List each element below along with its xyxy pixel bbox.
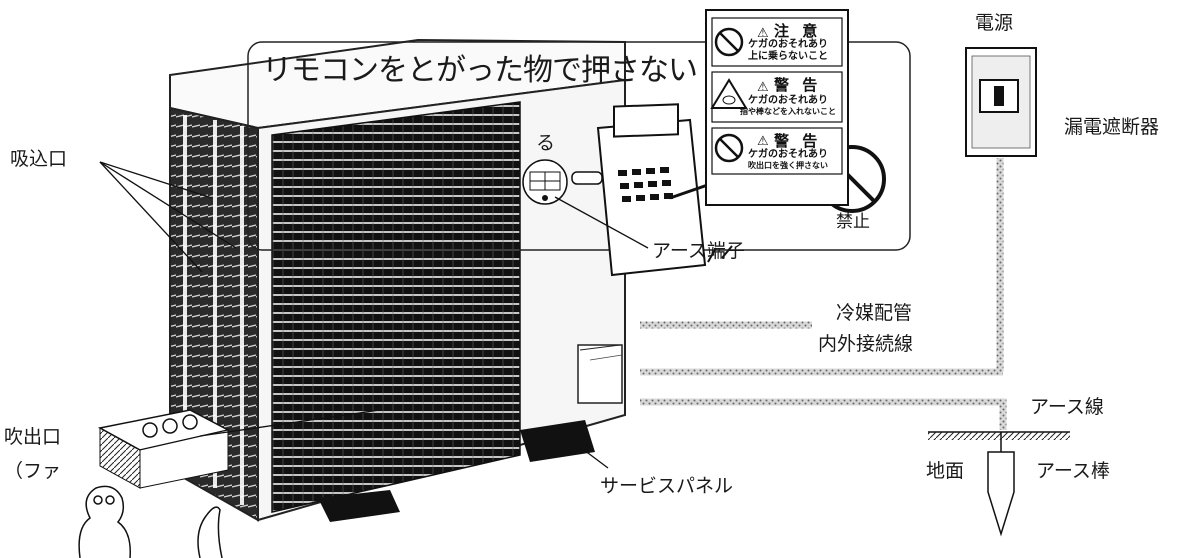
warning-sticker-plate: ⚠ ⚠ ⚠: [705, 9, 849, 206]
leader-lines: [99, 161, 609, 469]
warning-line: 指や棒などを入れないこと: [740, 107, 836, 116]
caution-triangle-icon: [710, 78, 748, 109]
earth-rod: [987, 432, 1015, 537]
label-connection-wire: 内外接続線: [818, 333, 914, 355]
label-outlet-sub: （ファ: [4, 460, 62, 482]
warning-line: 上に乗らないこと: [748, 51, 828, 62]
warning-title: 警 告: [774, 76, 822, 94]
prohibition-icon: [714, 133, 744, 163]
warning-label-1: 注 意 ケガのおそれあり 上に乗らないこと: [712, 18, 842, 66]
ground-line: [928, 431, 1070, 440]
label-earth-rod: アース棒: [1036, 460, 1110, 482]
label-outlet: 吹出口: [4, 426, 62, 448]
svg-text:⚠: ⚠: [757, 80, 769, 95]
leakage-breaker-box: [965, 47, 1037, 157]
label-suction-inlet: 吸込口: [10, 148, 68, 170]
label-remote-caption: リモコンをとがった物で押さない: [262, 53, 698, 88]
label-service-panel: サービスパネル: [600, 475, 734, 497]
earth-terminal-block: [522, 159, 649, 249]
label-leakage-breaker: 漏電遮断器: [1064, 116, 1160, 138]
warning-line: ケガのおそれあり: [748, 149, 828, 160]
outdoor-unit: [169, 38, 626, 522]
label-remote-fragment: る: [536, 132, 556, 154]
ceiling-cassette-unit: [97, 409, 231, 489]
warning-line: ケガのおそれあり: [748, 39, 828, 50]
label-prohibited: 禁止: [836, 212, 870, 232]
person-figure: [78, 485, 223, 558]
front-grille: [271, 101, 521, 513]
label-earth-terminal: アース端子: [652, 240, 745, 262]
warning-line: ケガのおそれあり: [748, 95, 828, 106]
warning-title: 警 告: [774, 132, 822, 150]
svg-text:⚠: ⚠: [757, 134, 769, 149]
label-earth-wire: アース線: [1030, 396, 1104, 418]
warning-line: 吹出口を強く押さない: [748, 161, 828, 170]
svg-text:⚠: ⚠: [757, 26, 769, 41]
service-panel: [577, 344, 623, 404]
piping-runs: [640, 321, 1007, 430]
prohibition-icon: [714, 27, 744, 57]
label-ground: 地面: [926, 460, 965, 482]
label-refrigerant-pipe: 冷媒配管: [836, 302, 913, 324]
warning-title: 注 意: [774, 22, 822, 40]
label-power: 電源: [975, 12, 1014, 34]
warning-label-3: 警 告 ケガのおそれあり 吹出口を強く押さない: [712, 128, 842, 174]
warning-label-2: 警 告 ケガのおそれあり 指や棒などを入れないこと: [712, 72, 842, 122]
